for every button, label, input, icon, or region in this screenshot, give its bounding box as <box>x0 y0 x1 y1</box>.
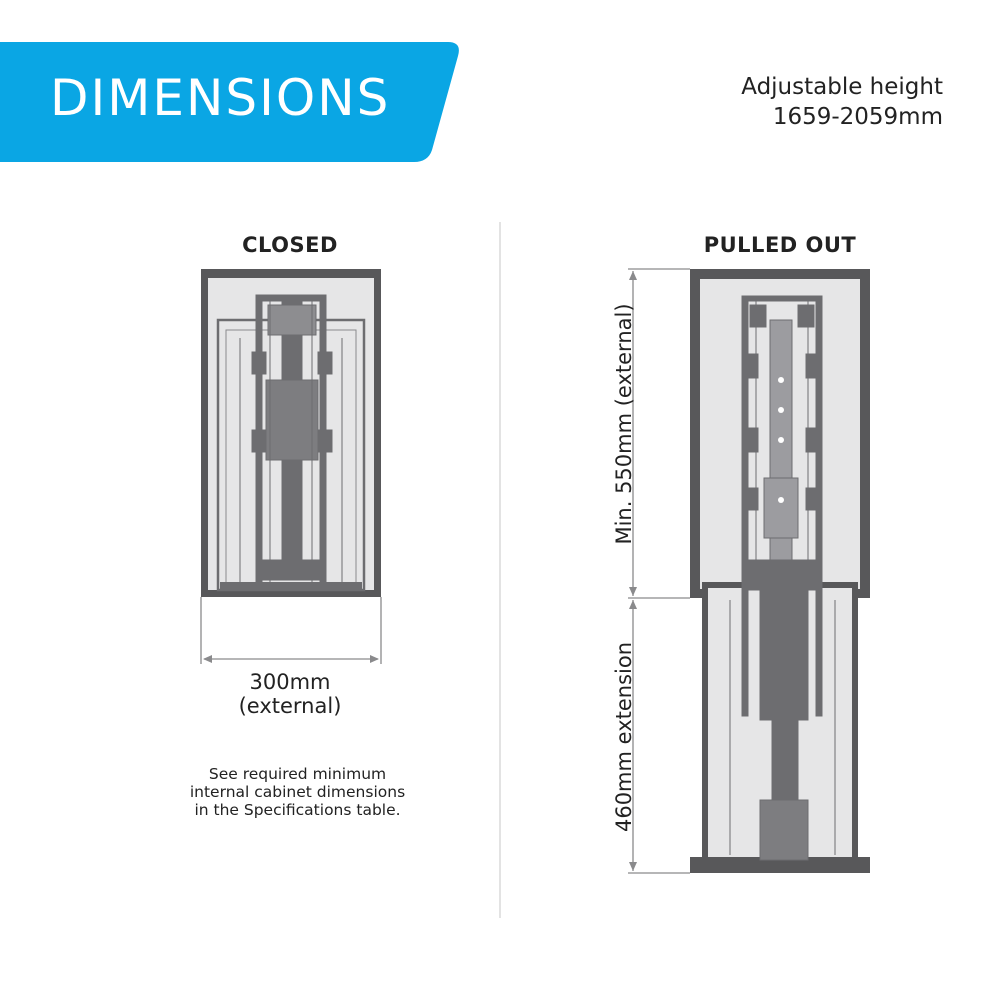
closed-heading: CLOSED <box>242 233 338 257</box>
closed-width-qualifier: (external) <box>238 694 342 718</box>
extension-label: 460mm extension <box>612 641 636 833</box>
adjustable-height-range: 1659-2059mm <box>772 104 943 130</box>
note-line-2: internal cabinet dimensions <box>189 783 406 801</box>
adjustable-height-note: Adjustable height 1659-2059mm <box>741 72 943 132</box>
pulled-mechanism <box>741 295 823 861</box>
closed-width-value: 300mm <box>249 670 331 694</box>
closed-width-dimension <box>200 597 382 664</box>
drawer-base <box>690 857 870 873</box>
note-line-3: in the Specifications table. <box>194 801 401 819</box>
note-line-1: See required minimum <box>208 765 387 783</box>
closed-cabinet <box>201 269 381 597</box>
closed-width-label: 300mm (external) <box>190 670 390 718</box>
specifications-note: See required minimum internal cabinet di… <box>150 765 445 819</box>
pulled-height-dimensions <box>628 268 690 874</box>
header-banner <box>0 42 459 162</box>
pulled-out-heading: PULLED OUT <box>703 233 857 257</box>
closed-mechanism <box>251 294 333 586</box>
page-title: DIMENSIONS <box>50 69 391 127</box>
pulled-out-cabinet <box>690 269 870 873</box>
min-height-label: Min. 550mm (external) <box>612 303 636 545</box>
adjustable-height-label: Adjustable height <box>741 74 943 100</box>
